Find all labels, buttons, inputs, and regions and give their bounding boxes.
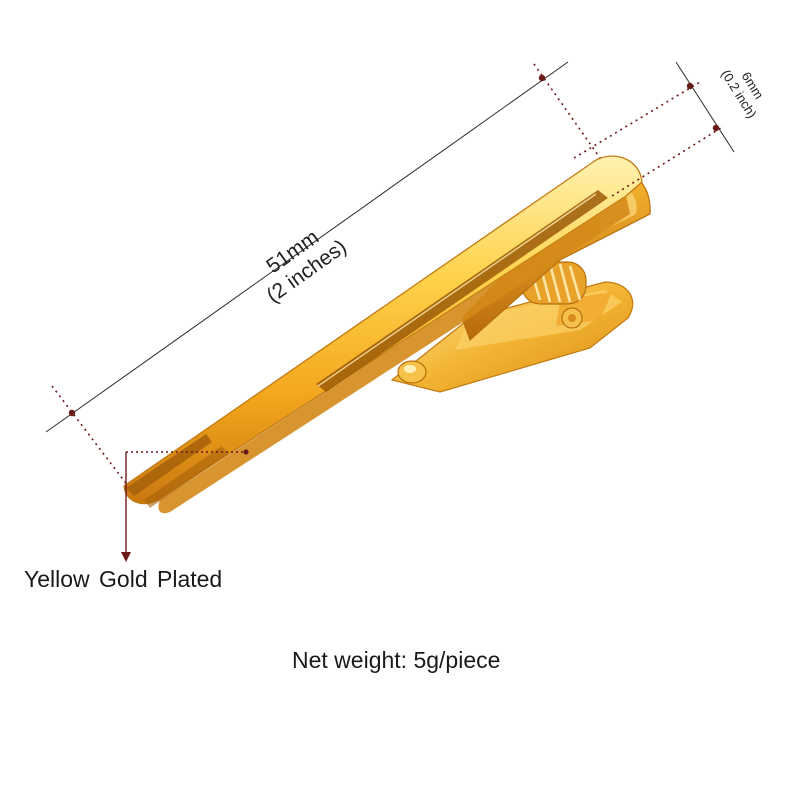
finish-leader [121, 449, 249, 562]
clip-bar [123, 155, 643, 514]
tie-clip-image [123, 155, 651, 514]
rivet [397, 360, 427, 384]
finish-label: Yellow Gold Plated [24, 566, 223, 592]
net-weight-label: Net weight: 5g/piece [292, 647, 501, 673]
